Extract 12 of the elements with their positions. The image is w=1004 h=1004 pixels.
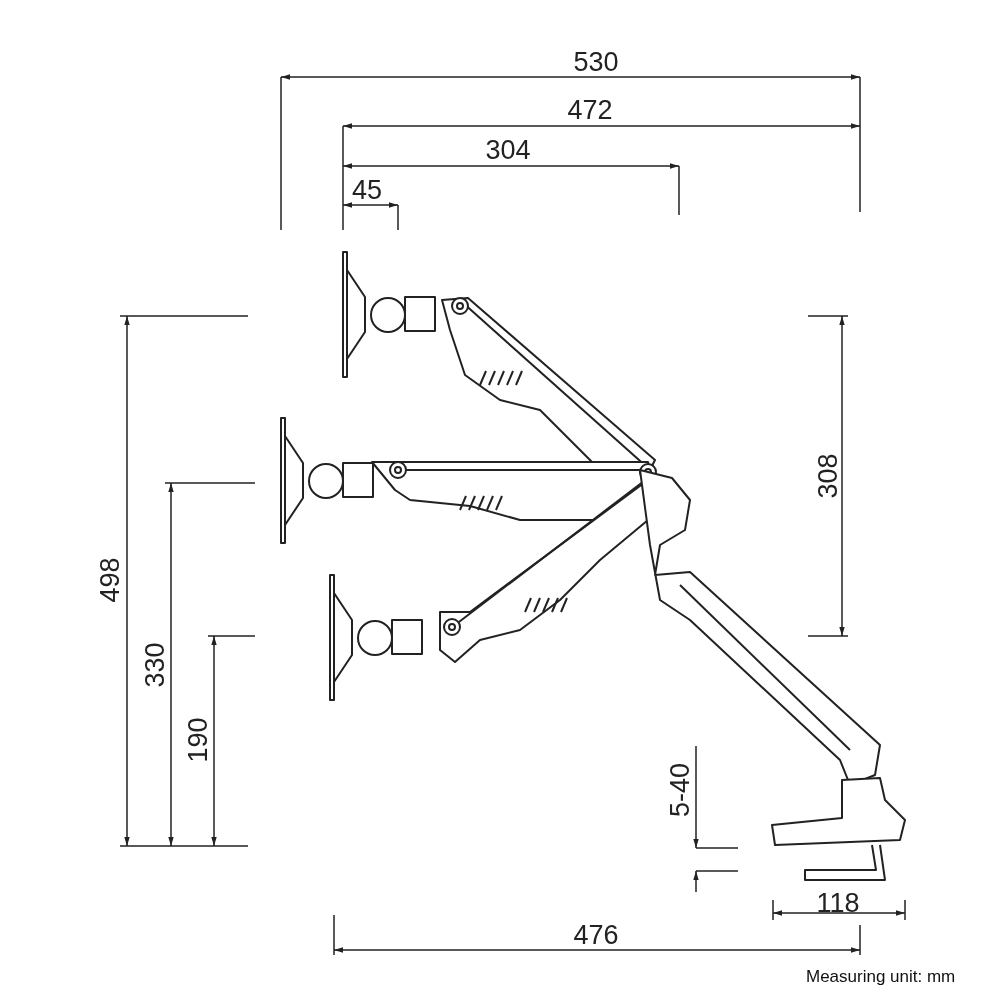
- dimension-label: 5-40: [666, 763, 694, 817]
- dimension-label: 498: [96, 557, 124, 603]
- dimension-label: 530: [573, 48, 619, 76]
- dimension-label: 45: [352, 176, 382, 204]
- dimension-label: 472: [567, 96, 613, 124]
- dimension-label: 308: [814, 453, 842, 499]
- unit-note: Measuring unit: mm: [806, 968, 956, 985]
- dimension-label: 190: [184, 717, 212, 763]
- dimension-label: 304: [485, 136, 531, 164]
- dimension-label: 476: [573, 921, 619, 949]
- dimension-label: 118: [816, 889, 860, 917]
- dimension-label: 330: [141, 642, 169, 688]
